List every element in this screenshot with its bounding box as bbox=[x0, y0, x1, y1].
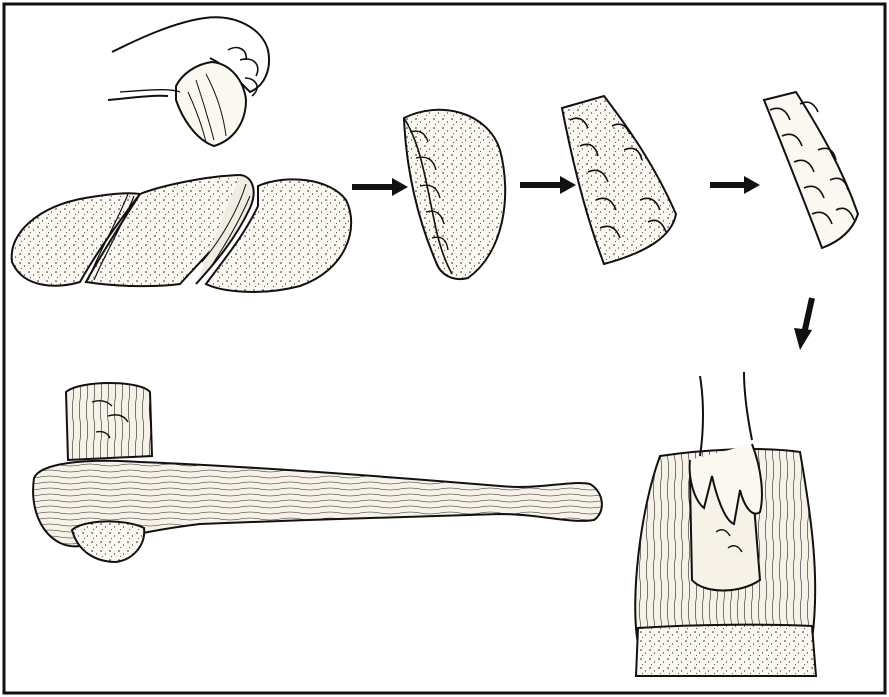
process-arrow-2 bbox=[520, 176, 576, 194]
process-arrow-1 bbox=[352, 178, 408, 196]
half-split-blank bbox=[404, 110, 505, 279]
process-arrow-3 bbox=[710, 176, 760, 194]
process-arrow-4 bbox=[794, 298, 812, 350]
hafted-adze bbox=[33, 383, 602, 562]
split-stone-nodule bbox=[12, 175, 352, 292]
grinding-on-slab bbox=[635, 372, 816, 676]
finished-preform bbox=[764, 92, 858, 248]
flaked-preform bbox=[562, 96, 676, 264]
hand-striking-core bbox=[108, 17, 269, 146]
